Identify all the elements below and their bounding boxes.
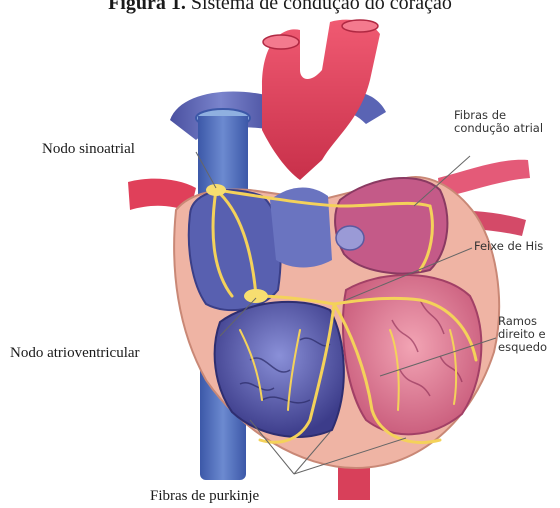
label-ramos-line3: esquedo xyxy=(498,341,547,354)
av-node xyxy=(244,289,268,303)
label-fibras-de-purkinje: Fibras de purkinje xyxy=(150,488,259,505)
label-ramos: Ramos direito e esquedo xyxy=(498,315,547,355)
right-atrium xyxy=(189,190,281,310)
mitral-valve xyxy=(336,226,364,250)
label-fibras-conducao-atrial-line2: condução atrial xyxy=(454,122,543,135)
label-nodo-atrioventricular: Nodo atrioventricular xyxy=(10,345,140,362)
sa-node xyxy=(206,184,226,196)
label-feixe-de-his: Feixe de His xyxy=(474,240,543,253)
label-nodo-sinoatrial: Nodo sinoatrial xyxy=(42,141,135,158)
label-fibras-conducao-atrial: Fibras de condução atrial xyxy=(454,109,543,135)
